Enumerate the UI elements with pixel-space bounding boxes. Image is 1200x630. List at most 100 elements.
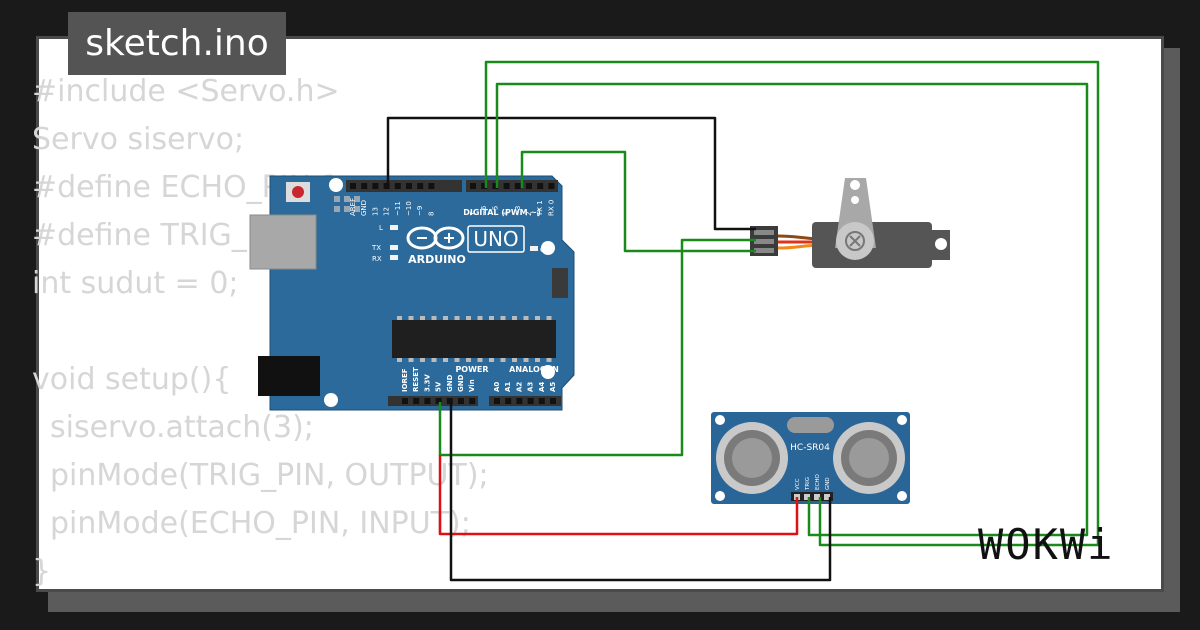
wire-5v-vcc <box>438 455 799 536</box>
top-pin-label: TX 1 <box>536 200 544 217</box>
header-pin[interactable] <box>361 183 368 189</box>
header-pin[interactable] <box>417 183 424 189</box>
top-pin-label: ~6 <box>480 205 488 216</box>
power-pin-label: 3.3V <box>423 374 431 392</box>
header-pin[interactable] <box>469 398 476 404</box>
header-pin[interactable] <box>435 398 442 404</box>
header-pin[interactable] <box>492 183 499 189</box>
code-line: pinMode(TRIG_PIN, OUTPUT); <box>50 458 489 493</box>
top-pin-label: ~11 <box>394 201 402 216</box>
header-pin[interactable] <box>383 183 390 189</box>
led-rx-label: RX <box>372 255 382 263</box>
digital-label: DIGITAL (PWM ~) <box>463 208 541 217</box>
preview-card <box>36 36 1164 592</box>
code-line: siservo.attach(3); <box>50 410 314 445</box>
analog-pin-label: A0 <box>493 382 501 392</box>
servo-motor <box>750 178 950 268</box>
power-label: POWER <box>455 365 488 374</box>
top-pin-label: AREF <box>349 198 357 216</box>
wire-pin6-echo <box>484 60 1100 547</box>
top-pin-label: 12 <box>383 207 391 216</box>
transducer-left-icon <box>716 422 788 494</box>
power-pin-label: Vin <box>468 379 476 392</box>
analog-pin-label: A4 <box>538 382 546 392</box>
header-pin[interactable] <box>458 398 464 404</box>
top-pin-label: ~5 <box>491 206 499 216</box>
header-pin[interactable] <box>526 183 532 189</box>
header-pin[interactable] <box>446 398 453 404</box>
header-pin[interactable] <box>514 183 521 189</box>
power-pin-label: RESET <box>412 367 420 392</box>
analog-pin-label: A2 <box>515 382 523 392</box>
reset-button[interactable] <box>292 186 304 198</box>
header-pin[interactable] <box>516 398 523 404</box>
hc-sr04-sensor: HC-SR04 VCC TRIG ECHO GND <box>711 412 910 504</box>
header-pin[interactable] <box>537 183 544 189</box>
header-pin[interactable] <box>550 398 556 404</box>
header-pin[interactable] <box>481 183 488 189</box>
analog-pin-label: A3 <box>527 382 535 392</box>
top-pin-label: 7 <box>469 212 477 216</box>
top-pin-label: RX 0 <box>547 200 555 216</box>
power-jack <box>258 356 320 396</box>
header-pin[interactable] <box>350 183 356 189</box>
header-pin[interactable] <box>505 398 512 404</box>
code-line: void setup(){ <box>32 362 232 397</box>
transducer-right-icon <box>833 422 905 494</box>
digital-header-right <box>466 180 558 192</box>
top-pin-label: 4 <box>503 211 511 216</box>
wire-5v-servo <box>438 238 756 457</box>
analog-label: ANALOG IN <box>509 365 559 374</box>
code-line: } <box>32 554 52 589</box>
atmega-chip <box>392 320 556 358</box>
header-pin[interactable] <box>494 398 500 404</box>
header-pin[interactable] <box>503 183 510 189</box>
header-pin[interactable] <box>527 398 534 404</box>
header-pin[interactable] <box>424 398 431 404</box>
sensor-pin-label: ECHO <box>815 474 821 490</box>
led-l-label: L <box>379 224 383 232</box>
header-pin[interactable] <box>470 183 476 189</box>
sensor-pin-label: VCC <box>795 478 801 490</box>
header-pin[interactable] <box>394 183 401 189</box>
header-pin[interactable] <box>548 183 555 189</box>
power-pin-label: GND <box>457 374 465 392</box>
top-pin-label: ~9 <box>416 206 424 216</box>
wire-gnd-sensor <box>449 402 832 582</box>
wokwi-logo: WOKWi <box>978 520 1115 569</box>
top-pin-label: 8 <box>427 212 435 216</box>
header-pin[interactable] <box>402 398 408 404</box>
led-tx-label: TX <box>371 244 381 252</box>
header-pin[interactable] <box>538 398 545 404</box>
wire-gnd-servo <box>386 116 756 231</box>
power-pin-label: IOREF <box>401 368 409 392</box>
wire-pin3-servo-signal <box>520 150 756 253</box>
usb-port <box>249 214 317 270</box>
led-on-label: ON <box>540 246 551 254</box>
sensor-name: HC-SR04 <box>790 443 830 453</box>
header-pin[interactable] <box>372 183 379 189</box>
code-line: #include <Servo.h> <box>32 74 340 109</box>
analog-pin-label: A1 <box>504 382 512 392</box>
sensor-pin-label: TRIG <box>805 477 811 491</box>
code-line: pinMode(ECHO_PIN, INPUT); <box>50 506 471 541</box>
analog-pin-label: A5 <box>549 382 557 392</box>
header-pin[interactable] <box>406 183 412 189</box>
top-pin-label: 2 <box>525 212 533 216</box>
sensor-pin-label: GND <box>825 477 831 490</box>
analog-header <box>489 396 561 406</box>
top-pin-label: ~10 <box>405 201 413 216</box>
top-pin-label: ~3 <box>514 206 522 216</box>
top-pin-label: 13 <box>371 207 379 216</box>
header-pin[interactable] <box>413 398 420 404</box>
code-line: int sudut = 0; <box>32 266 239 301</box>
arduino-logo-icon <box>406 226 465 250</box>
board-brand: ARDUINO <box>408 253 466 266</box>
header-pin[interactable] <box>428 183 435 189</box>
board-model: UNO <box>473 227 518 251</box>
wire-pin4-trig <box>495 82 1089 537</box>
power-pin-label: 5V <box>435 381 443 392</box>
filename-tab: sketch.ino <box>68 12 286 75</box>
